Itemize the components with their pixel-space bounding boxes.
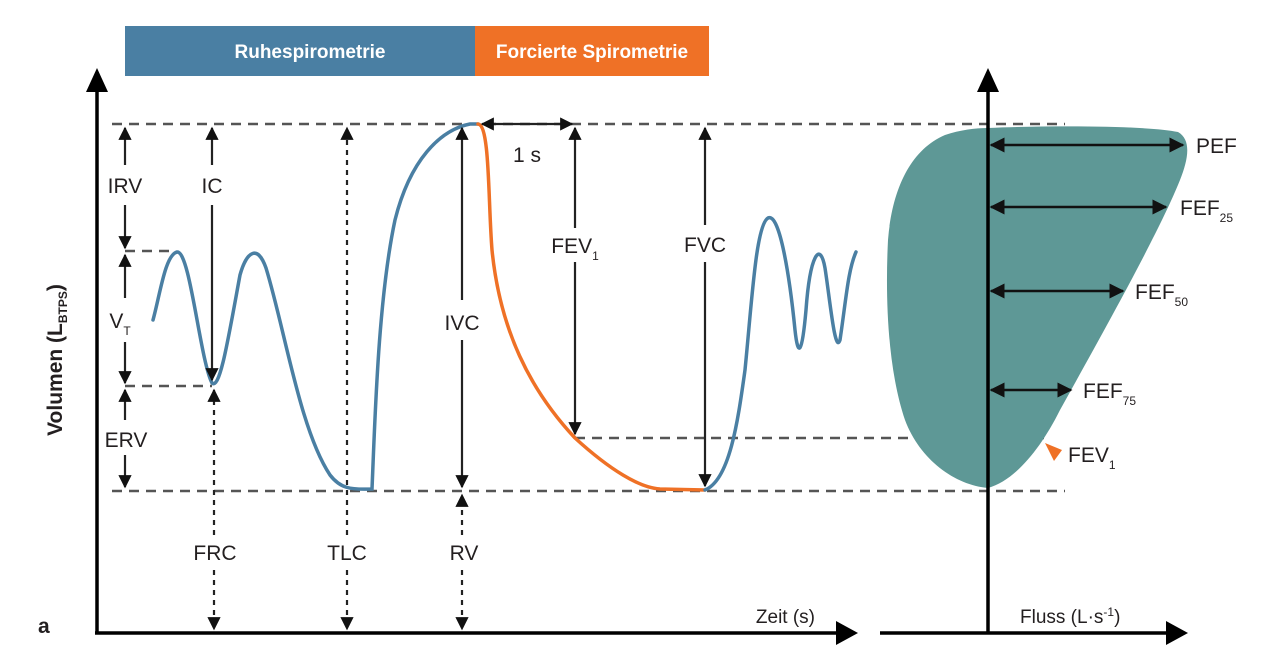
ivc-label: IVC — [444, 312, 479, 335]
dotted-capacity-arrows — [207, 126, 469, 631]
flow-arrows — [989, 137, 1185, 398]
y-axis-label: Volumen (LBTPS) — [44, 284, 70, 436]
forced-spirometry-label: Forcierte Spirometrie — [496, 42, 688, 63]
erv-label: ERV — [105, 429, 148, 452]
volume-time-axes — [86, 68, 858, 645]
rest-breathing-curve — [151, 122, 480, 491]
rest-spirometry-label: Ruhespirometrie — [235, 42, 386, 63]
flow-x-axis-arrow-icon — [1166, 621, 1188, 645]
forced-expiration-curve — [476, 122, 707, 492]
flow-volume-loop — [886, 126, 1188, 488]
flow-volume-axes — [880, 621, 1188, 645]
rest-spirometry-banner — [125, 26, 475, 76]
fef25-label: FEF25 — [1180, 197, 1233, 225]
frc-label: FRC — [193, 542, 236, 565]
one-second-label: 1 s — [513, 144, 541, 167]
fev1-label: FEV1 — [551, 235, 599, 263]
ic-label: IC — [202, 175, 223, 198]
pef-label: PEF — [1196, 135, 1237, 158]
irv-label: IRV — [108, 175, 143, 198]
forced-spirometry-banner — [475, 26, 709, 76]
fef75-label: FEF75 — [1083, 380, 1136, 408]
rv-label: RV — [450, 542, 479, 565]
post-forced-breathing-curve — [703, 216, 858, 492]
volume-arrows — [118, 117, 712, 489]
x-axis-arrow-icon — [836, 621, 858, 645]
flow-fev1-label: FEV1 — [1068, 444, 1116, 472]
x-axis-time-label: Zeit (s) — [756, 607, 815, 628]
tlc-label: TLC — [327, 542, 367, 565]
fvc-label: FVC — [684, 234, 726, 257]
x-axis-flow-label: Fluss (L·s-1) — [1020, 605, 1120, 628]
fef50-label: FEF50 — [1135, 281, 1188, 309]
vt-label: VT — [109, 310, 131, 338]
phase-banner: Ruhespirometrie Forcierte Spirometrie — [125, 26, 709, 76]
fev1-marker-icon — [1045, 443, 1062, 461]
volume-labels: IRV IC VT ERV IVC 1 s FEV1 FVC FRC TLC R… — [105, 144, 726, 565]
panel-letter: a — [38, 615, 50, 638]
flow-labels: PEF FEF25 FEF50 FEF75 FEV1 — [1068, 135, 1237, 472]
y-axis-arrow-icon — [86, 68, 108, 92]
flow-y-axis-arrow-icon — [977, 68, 999, 92]
